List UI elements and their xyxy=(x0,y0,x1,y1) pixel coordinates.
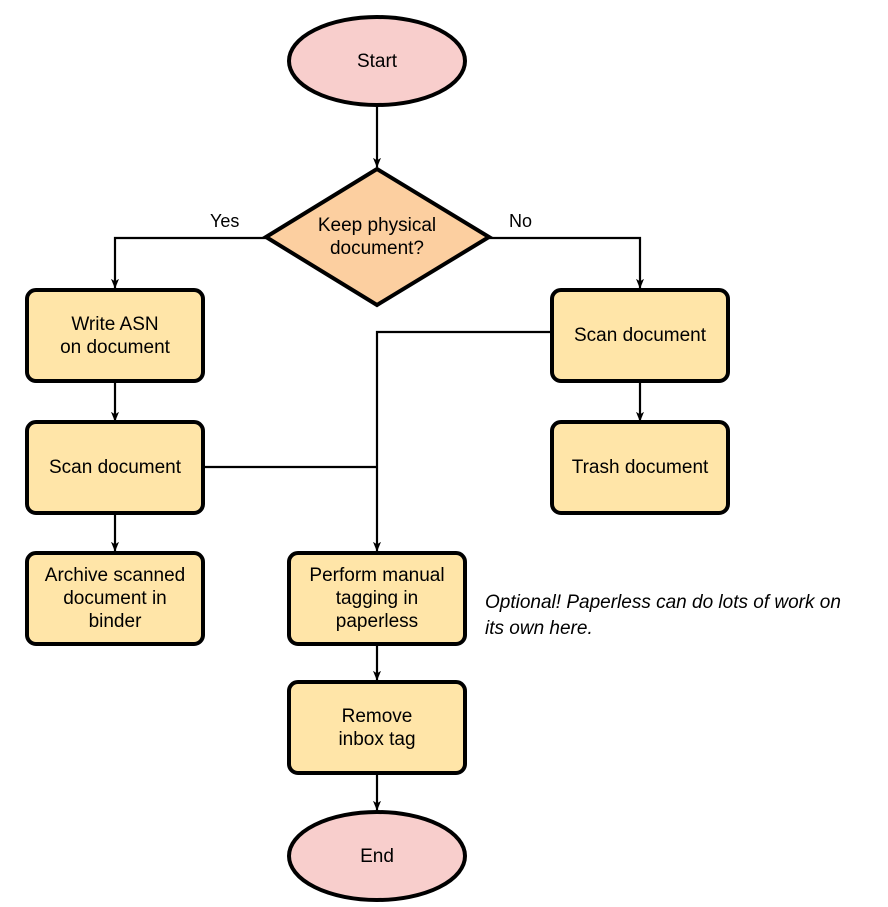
node-end-shape xyxy=(287,810,467,902)
node-scan-left-shape xyxy=(25,420,205,515)
edge-label-yes: Yes xyxy=(210,211,240,231)
edge-scan-right-to-tagging xyxy=(373,330,552,552)
node-decision-shape xyxy=(262,166,493,308)
node-trash-shape xyxy=(550,420,730,515)
edge-label-no: No xyxy=(509,211,533,231)
node-start-shape xyxy=(287,15,467,107)
node-tagging-shape xyxy=(287,551,467,646)
edge-decision-to-scan-right xyxy=(489,236,644,289)
edge-decision-to-write-asn xyxy=(111,236,266,289)
node-scan-right-shape xyxy=(550,288,730,383)
node-archive-shape xyxy=(25,551,205,646)
optional-note: Optional! Paperless can do lots of work … xyxy=(485,592,841,639)
node-remove-tag-shape xyxy=(287,680,467,775)
node-write-asn-shape xyxy=(25,288,205,383)
